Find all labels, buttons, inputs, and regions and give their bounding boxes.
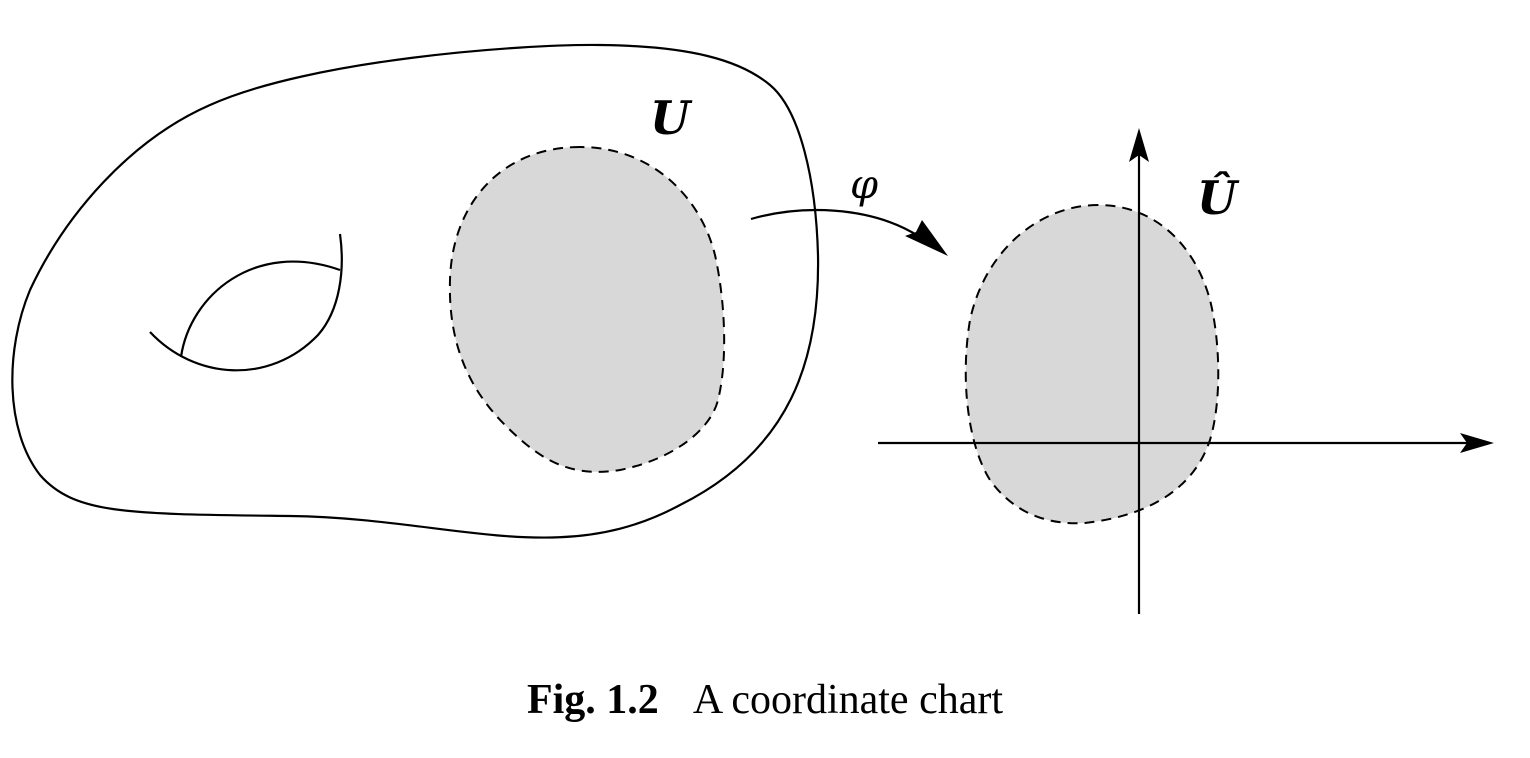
manifold-hole-upper-curve	[179, 260, 341, 358]
map-arrowhead	[905, 220, 948, 256]
figure-number: Fig. 1.2	[526, 677, 659, 723]
horizontal-axis-arrowhead	[1460, 433, 1494, 453]
map-arrow	[750, 209, 921, 238]
label-u: U	[650, 91, 693, 145]
coordinate-chart-diagram: U φ Û	[11, 43, 1494, 614]
manifold-outline	[11, 43, 820, 539]
open-set-u	[448, 145, 726, 473]
figure-caption: Fig. 1.2 A coordinate chart	[0, 676, 1530, 724]
manifold-hole-lower-curve	[149, 233, 343, 372]
vertical-axis-arrowhead	[1129, 128, 1149, 162]
image-set-u-hat	[964, 203, 1220, 525]
label-u-hat: Û	[1197, 170, 1240, 225]
figure-title: A coordinate chart	[692, 677, 1004, 723]
label-phi: φ	[850, 162, 878, 208]
